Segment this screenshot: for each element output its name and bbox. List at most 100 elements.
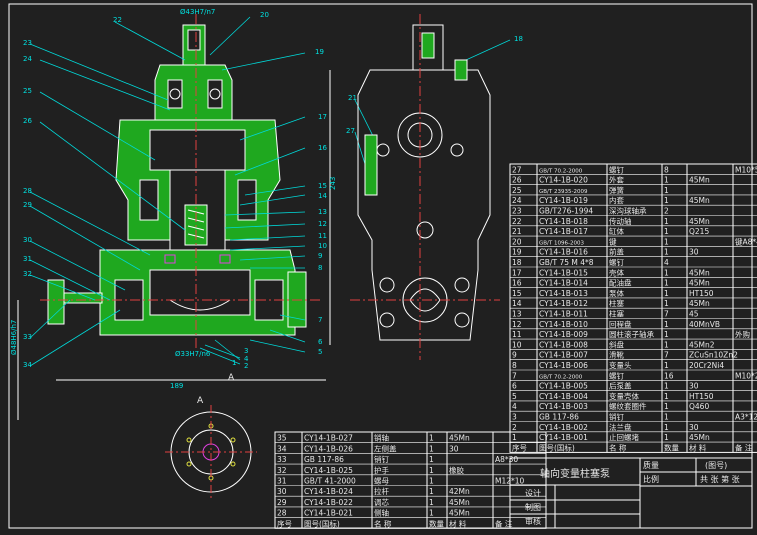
bom-cell-qty: 1 xyxy=(429,477,434,486)
title-block: 轴向变量柱塞泵 设计 制图 审核 质量 比例 (图号) 共 张 第 张 xyxy=(509,457,753,529)
dim-width-189: 189 xyxy=(170,382,183,390)
bom-cell-name: 壳体 xyxy=(609,267,624,277)
bom-cell-mat: 45Mn xyxy=(449,509,470,518)
bom-cell-name: 泵体 xyxy=(609,288,624,298)
leader-34: 34 xyxy=(23,361,32,369)
bom-cell-no: 19 xyxy=(512,248,522,257)
leader-25: 25 xyxy=(23,87,32,95)
leader-24: 24 xyxy=(23,55,32,63)
bom-cell-code: CY14-1B-014 xyxy=(539,279,588,288)
bom-cell-no: 4 xyxy=(512,402,517,411)
bom-cell-name: 销轴 xyxy=(374,433,389,443)
bom-cell-name: 止回螺堵 xyxy=(609,432,639,442)
bom-cell-no: 6 xyxy=(512,382,517,391)
bom-cell-no: 8 xyxy=(512,361,517,370)
section-label-a-bottom: A xyxy=(197,396,204,406)
bom-cell-no: 10 xyxy=(512,340,522,349)
bom-cell-code: CY14-1B-001 xyxy=(539,433,588,442)
bom-cell-mat: HT150 xyxy=(689,289,714,298)
bom-cell-no: 2 xyxy=(512,423,517,432)
bom-cell-qty: 1 xyxy=(664,227,669,236)
bom-cell-code: CY14-1B-007 xyxy=(539,351,588,360)
bom-cell-no: 18 xyxy=(512,258,522,267)
bom-cell-mat: 45Mn xyxy=(689,299,710,308)
bom-cell-name: 键 xyxy=(609,236,617,246)
bom-cell-name: 柱塞 xyxy=(609,298,624,308)
bom-cell-note: M10*50 xyxy=(735,165,757,174)
bom-cell-qty: 1 xyxy=(664,433,669,442)
bom-cell-mat: ZCuSn10Zn2 xyxy=(689,351,738,360)
bom-cell-name: 传动轴 xyxy=(609,216,632,226)
leader-15: 15 xyxy=(318,182,327,190)
bom-cell-no: 28 xyxy=(277,509,287,518)
design-label: 设计 xyxy=(525,488,541,498)
bom-cell-no: 14 xyxy=(512,299,522,308)
bom-cell-qty: 1 xyxy=(664,186,669,195)
bom-cell-no: 12 xyxy=(512,320,522,329)
bom-cell-name: 调芯 xyxy=(374,497,389,507)
review-label: 审核 xyxy=(525,516,541,526)
bom-cell-note: A8*30 xyxy=(495,455,518,464)
dim-bottom-diameter: Ø33H7/n6 xyxy=(175,350,211,358)
bom-cell-name: 螺钉 xyxy=(609,370,624,380)
bom-cell-qty: 1 xyxy=(429,487,434,496)
main-section-view xyxy=(17,14,331,420)
bom-cell-code: GB/T 70.2-2000 xyxy=(539,374,583,380)
leader-28: 28 xyxy=(23,187,32,195)
bom-cell-no: 1 xyxy=(512,433,517,442)
bom-cell-code: CY14-1B-021 xyxy=(304,509,353,518)
bom-cell-name: 后泵盖 xyxy=(609,381,632,391)
bom-cell-mat: 30 xyxy=(689,382,699,391)
bom-cell-no: 20 xyxy=(512,237,522,246)
leader-22: 22 xyxy=(113,16,122,24)
bom-cell-no: 16 xyxy=(512,279,522,288)
bom-cell-code: CY14-1B-004 xyxy=(539,392,588,401)
bom-cell-mat: 45 xyxy=(689,310,699,319)
bom-cell-code: CY14-1B-019 xyxy=(539,196,588,205)
dim-left-diameter: Ø48H6/h7 xyxy=(10,320,18,355)
mass-label: 质量 xyxy=(643,460,659,470)
bom-cell-code: CY14-1B-008 xyxy=(539,340,588,349)
bom-cell-code: CY14-1B-006 xyxy=(539,361,588,370)
leader-4: 4 xyxy=(244,355,249,363)
bom-cell-name: 销钉 xyxy=(374,454,389,464)
bom-cell-code: GB 117-86 xyxy=(539,413,579,422)
bom-header-note: 备 注 xyxy=(495,518,513,528)
leader-12: 12 xyxy=(318,220,327,228)
bom-header-qty: 数量 xyxy=(664,442,679,452)
bom-cell-qty: 8 xyxy=(664,165,669,174)
bom-cell-name: 螺钉 xyxy=(609,164,624,174)
bom-cell-note: 外购 xyxy=(735,329,750,339)
bom-cell-qty: 1 xyxy=(429,498,434,507)
sheets-label: 共 张 第 张 xyxy=(700,474,740,484)
leader-33: 33 xyxy=(23,333,32,341)
bom-cell-code: CY14-1B-017 xyxy=(539,227,588,236)
leader-20: 20 xyxy=(260,11,269,19)
bom-cell-code: GB/T 1096-2003 xyxy=(539,240,584,246)
leader-17: 17 xyxy=(318,113,327,121)
bom-cell-code: CY14-1B-024 xyxy=(304,487,353,496)
bom-cell-name: 法兰盘 xyxy=(609,422,632,432)
leader-32: 32 xyxy=(23,270,32,278)
leader-18: 18 xyxy=(514,35,523,43)
bom-cell-code: CY14-1B-018 xyxy=(539,217,588,226)
dim-top-diameter: Ø43H7/n7 xyxy=(180,8,215,16)
bom-cell-note: 键A8*4*30 xyxy=(735,236,757,246)
bom-cell-code: CY14-1B-022 xyxy=(304,498,353,507)
bom-cell-mat: 45Mn xyxy=(689,217,710,226)
bom-cell-name: 深沟球轴承 xyxy=(609,206,647,216)
bom-header-mat: 材 料 xyxy=(689,442,707,452)
bom-cell-name: 侧轴 xyxy=(374,508,389,518)
bom-cell-code: CY14-1B-027 xyxy=(304,434,353,443)
bom-cell-code: CY14-1B-010 xyxy=(539,320,588,329)
bom-cell-no: 31 xyxy=(277,477,287,486)
leader-5: 5 xyxy=(318,348,322,356)
leader-21: 21 xyxy=(348,94,357,102)
bom-cell-no: 30 xyxy=(277,487,287,496)
leader-30: 30 xyxy=(23,236,32,244)
leader-numbers: 22 20 23 19 24 25 17 26 16 15 14 13 12 1… xyxy=(23,11,523,370)
bom-cell-name: 前盖 xyxy=(609,247,624,257)
